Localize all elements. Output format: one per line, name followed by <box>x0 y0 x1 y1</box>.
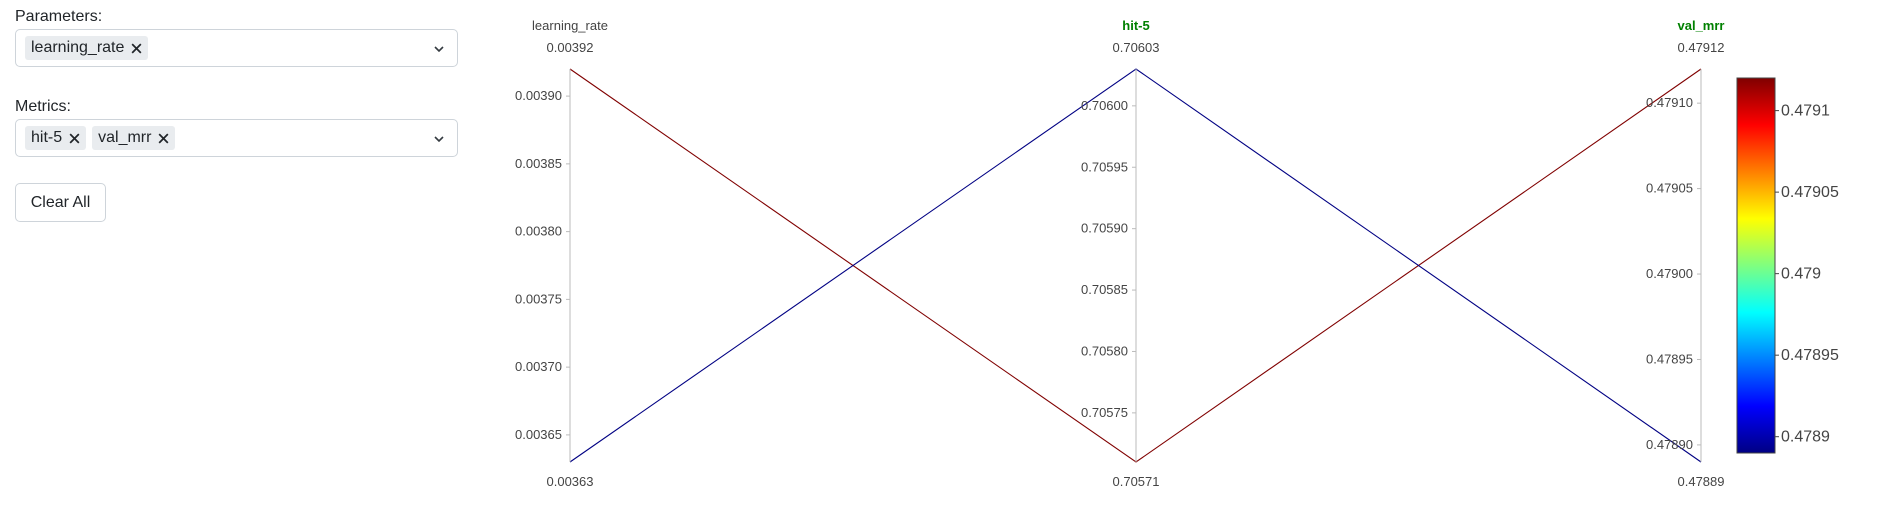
parameter-chip: learning_rate <box>25 36 149 60</box>
parallel-coordinates-chart: learning_rate 0.00392 0.00363 0.00365 0.0037… <box>515 18 1839 489</box>
colorbar-tick-label: 0.47905 <box>1781 184 1839 201</box>
metrics-label: Metrics: <box>15 98 71 115</box>
axis-tick-label: 0.70585 <box>1081 282 1128 297</box>
metric-chip: val_mrr <box>92 126 176 150</box>
axis-max-label: 0.47912 <box>1678 40 1725 55</box>
colorbar-tick-label: 0.47895 <box>1781 347 1839 364</box>
metrics-select[interactable]: hit-5 val_mrr <box>15 119 458 157</box>
colorbar-tick-label: 0.4791 <box>1781 103 1830 120</box>
axis-tick-label: 0.47895 <box>1646 351 1693 366</box>
axis-tick-label: 0.47900 <box>1646 266 1693 281</box>
parameters-chips: learning_rate <box>25 36 149 60</box>
chevron-down-icon[interactable] <box>433 133 445 145</box>
axis-title: val_mrr <box>1678 18 1725 33</box>
chip-label: val_mrr <box>98 129 152 146</box>
axis-min-label: 0.70571 <box>1113 474 1160 489</box>
axis-tick-label: 0.70600 <box>1081 98 1128 113</box>
close-icon[interactable] <box>157 132 170 145</box>
axis-max-label: 0.00392 <box>547 40 594 55</box>
axis-tick-label: 0.00390 <box>515 88 562 103</box>
metric-chip: hit-5 <box>25 126 87 150</box>
chip-label: learning_rate <box>31 39 125 56</box>
axis-title: hit-5 <box>1122 18 1149 33</box>
axis-tick-label: 0.00370 <box>515 359 562 374</box>
clear-all-button[interactable]: Clear All <box>15 183 106 222</box>
axis-tick-label: 0.00375 <box>515 291 562 306</box>
close-icon[interactable] <box>130 42 143 55</box>
chip-label: hit-5 <box>31 129 63 146</box>
parameters-select[interactable]: learning_rate <box>15 29 458 67</box>
close-icon[interactable] <box>68 132 81 145</box>
axis-min-label: 0.00363 <box>547 474 594 489</box>
axis-max-label: 0.70603 <box>1113 40 1160 55</box>
axis-tick-label: 0.00365 <box>515 427 562 442</box>
colorbar <box>1736 77 1776 454</box>
metrics-chips: hit-5 val_mrr <box>25 126 176 150</box>
axis-tick-label: 0.47890 <box>1646 437 1693 452</box>
axis-title: learning_rate <box>532 18 608 33</box>
axis-tick-label: 0.70595 <box>1081 159 1128 174</box>
axis-tick-label: 0.70575 <box>1081 405 1128 420</box>
axis-tick-label: 0.70580 <box>1081 343 1128 358</box>
axis-min-label: 0.47889 <box>1678 474 1725 489</box>
axis-tick-label: 0.00385 <box>515 156 562 171</box>
axis-tick-label: 0.47905 <box>1646 181 1693 196</box>
chevron-down-icon[interactable] <box>433 43 445 55</box>
colorbar-tick-label: 0.4789 <box>1781 429 1830 446</box>
axis-tick-label: 0.47910 <box>1646 95 1693 110</box>
colorbar-tick-label: 0.479 <box>1781 266 1821 283</box>
parameters-label: Parameters: <box>15 8 103 25</box>
axis-tick-label: 0.00380 <box>515 224 562 239</box>
axis-tick-label: 0.70590 <box>1081 221 1128 236</box>
